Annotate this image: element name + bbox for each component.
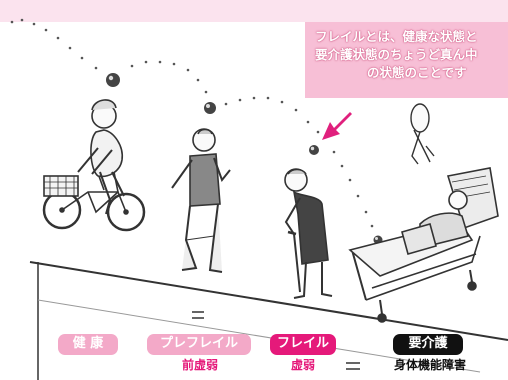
- callout-line-2: 要介護状態のちょうど真ん中: [315, 47, 478, 62]
- figure-prefrail: [171, 128, 231, 273]
- stage-label-healthy: 健 康: [58, 334, 118, 355]
- balls: [106, 73, 383, 245]
- slope-ground-hatch: [37, 299, 481, 373]
- explanation-callout: フレイルとは、健康な状態と 要介護状態のちょうど真ん中 の状態のことです: [305, 22, 508, 98]
- callout-line-1: フレイルとは、健康な状態と: [315, 29, 478, 44]
- dotted-arc: [10, 18, 374, 228]
- slope-line: [29, 261, 508, 341]
- figure-frail: [284, 168, 333, 299]
- slope-steps: [192, 311, 360, 370]
- stage-sub-prefrail: 前虚弱: [181, 358, 218, 372]
- stage-sub-frail: 虚弱: [290, 358, 315, 372]
- figure-cyclist: [42, 99, 146, 232]
- top-pink-band: [0, 0, 508, 22]
- figure-worried: [410, 103, 435, 165]
- stage-label-prefrail: プレフレイル: [147, 334, 251, 355]
- figure-bed: [348, 167, 499, 323]
- stage-label-frail: フレイル: [270, 334, 336, 355]
- callout-line-3: の状態のことです: [367, 65, 467, 80]
- pink-arrow: [322, 112, 352, 140]
- stage-label-care: 要介護: [393, 334, 463, 355]
- stage-sub-care: 身体機能障害: [393, 358, 466, 372]
